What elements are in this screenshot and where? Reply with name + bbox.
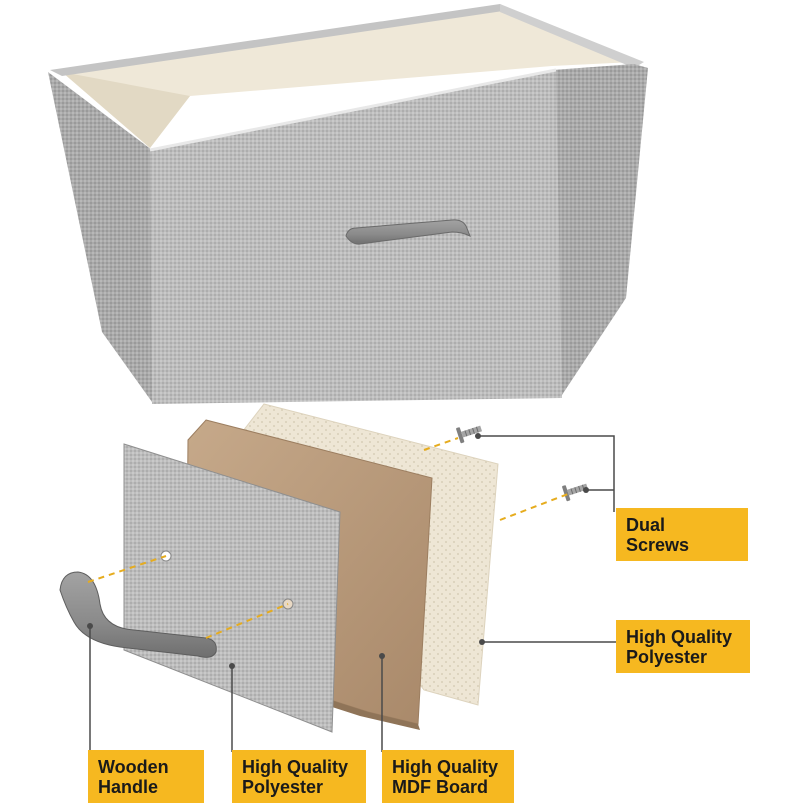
callout-dots [87, 433, 589, 669]
callout-lines [89, 435, 616, 752]
label-line: High Quality [626, 627, 733, 647]
box-interior-shade [62, 72, 190, 148]
label-wooden-handle: Wooden Handle [88, 750, 204, 803]
label-polyester-right: High Quality Polyester [616, 620, 750, 673]
label-line: Screws [626, 535, 690, 555]
box-handle-icon [345, 219, 471, 245]
label-line: Handle [98, 777, 159, 797]
label-line: Wooden [98, 757, 169, 777]
box-left-side [48, 72, 152, 402]
fabric-front-panel [123, 443, 341, 733]
storage-box [48, 4, 648, 404]
label-line: High Quality [242, 757, 349, 777]
label-line: MDF Board [392, 777, 488, 797]
label-polyester-front: High Quality Polyester [232, 750, 366, 803]
box-right-side [552, 64, 648, 398]
label-line: High Quality [392, 757, 499, 777]
screw-icon [562, 483, 589, 502]
box-interior [62, 8, 634, 148]
label-dual-screws: Dual Screws [616, 508, 748, 561]
label-line: Polyester [626, 647, 708, 667]
assembly-guides [87, 437, 569, 639]
box-rim-right [500, 4, 644, 68]
screw-icon [456, 425, 483, 444]
box-rim-back [50, 4, 510, 76]
label-line: Dual [626, 515, 666, 535]
label-line: Polyester [242, 777, 324, 797]
label-mdf-board: High Quality MDF Board [382, 750, 514, 803]
handle-icon [59, 571, 217, 658]
